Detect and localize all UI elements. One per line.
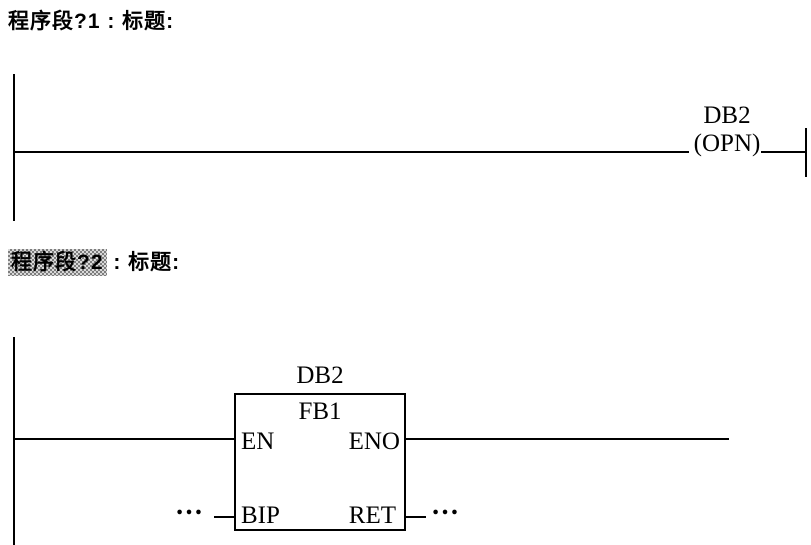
open-db-coil[interactable]: (OPN) xyxy=(693,130,761,157)
network-2-title-selected[interactable]: 程序段?2 xyxy=(8,249,107,276)
block-pin-bip[interactable]: BIP xyxy=(241,502,280,529)
block-pin-ret[interactable]: RET xyxy=(348,502,396,529)
bip-input-operand-placeholder[interactable]: … xyxy=(175,490,203,521)
network-1-title[interactable]: 程序段?1 : 标题: xyxy=(8,10,175,33)
power-rail-left-2 xyxy=(13,337,15,545)
block-db-operand-label[interactable]: DB2 xyxy=(296,362,344,389)
network-2-title-rest: : 标题: xyxy=(106,251,181,274)
rung-1-wire-right xyxy=(761,151,805,153)
power-rail-right-1 xyxy=(805,128,807,177)
block-pin-eno[interactable]: ENO xyxy=(348,428,400,455)
ret-output-wire xyxy=(406,516,426,518)
rung-2-wire-left xyxy=(13,438,235,440)
network-2-title[interactable]: 程序段?2 : 标题: xyxy=(8,246,180,276)
coil-operand-label[interactable]: DB2 xyxy=(703,102,751,129)
block-pin-en[interactable]: EN xyxy=(241,428,275,455)
ret-output-operand-placeholder[interactable]: … xyxy=(431,490,459,521)
block-name-label: FB1 xyxy=(298,398,342,425)
power-rail-left-1 xyxy=(13,74,15,221)
bip-input-wire xyxy=(214,516,234,518)
rung-2-wire-right xyxy=(406,438,729,440)
function-block-fb1[interactable]: FB1 EN ENO BIP RET xyxy=(234,393,406,531)
rung-1-wire xyxy=(13,151,689,153)
